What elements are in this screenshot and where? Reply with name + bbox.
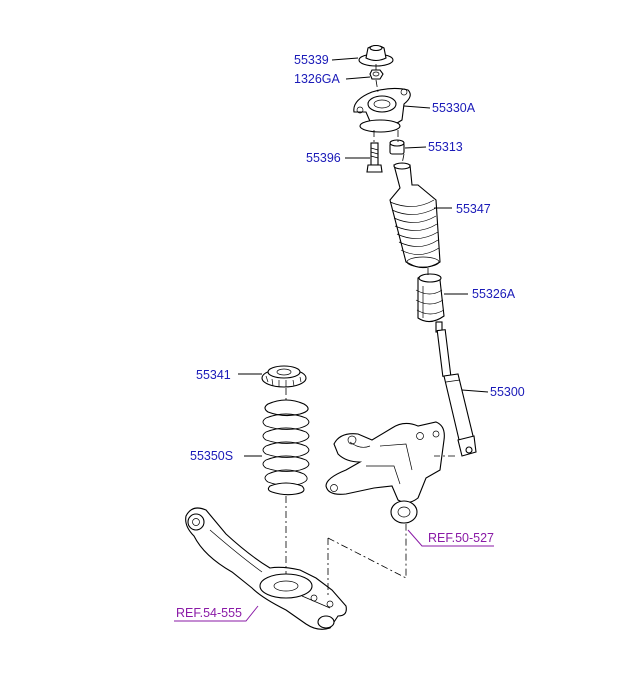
bump-stopper-part: [415, 273, 445, 323]
knuckle-part: [325, 421, 445, 524]
part-label-55326A[interactable]: 55326A: [472, 287, 516, 301]
spring-pad-part: [261, 365, 307, 388]
ref-label-lower-arm[interactable]: REF.54-555: [176, 606, 242, 620]
ref-label-knuckle[interactable]: REF.50-527: [428, 531, 494, 545]
nut-part: [369, 69, 384, 80]
part-label-55330A[interactable]: 55330A: [432, 101, 476, 115]
bolt-part: [366, 142, 383, 173]
part-label-55347[interactable]: 55347: [456, 202, 491, 216]
mount-bracket-part: [353, 87, 411, 133]
part-label-55300[interactable]: 55300: [490, 385, 525, 399]
part-label-1326GA[interactable]: 1326GA: [294, 72, 341, 86]
assembly-dash-lines: [285, 64, 455, 596]
leader-lines: [174, 57, 494, 622]
top-mount-cap-part: [358, 44, 394, 67]
part-label-55339[interactable]: 55339: [294, 53, 329, 67]
part-label-55396[interactable]: 55396: [306, 151, 341, 165]
shock-absorber-part: [435, 321, 477, 457]
bushing-part: [389, 139, 405, 155]
part-label-55313[interactable]: 55313: [428, 140, 463, 154]
coil-spring-part: [262, 399, 310, 496]
lower-arm-part: [185, 507, 347, 630]
part-label-55341[interactable]: 55341: [196, 368, 231, 382]
part-label-55350S[interactable]: 55350S: [190, 449, 233, 463]
dust-cover-part: [389, 162, 441, 269]
